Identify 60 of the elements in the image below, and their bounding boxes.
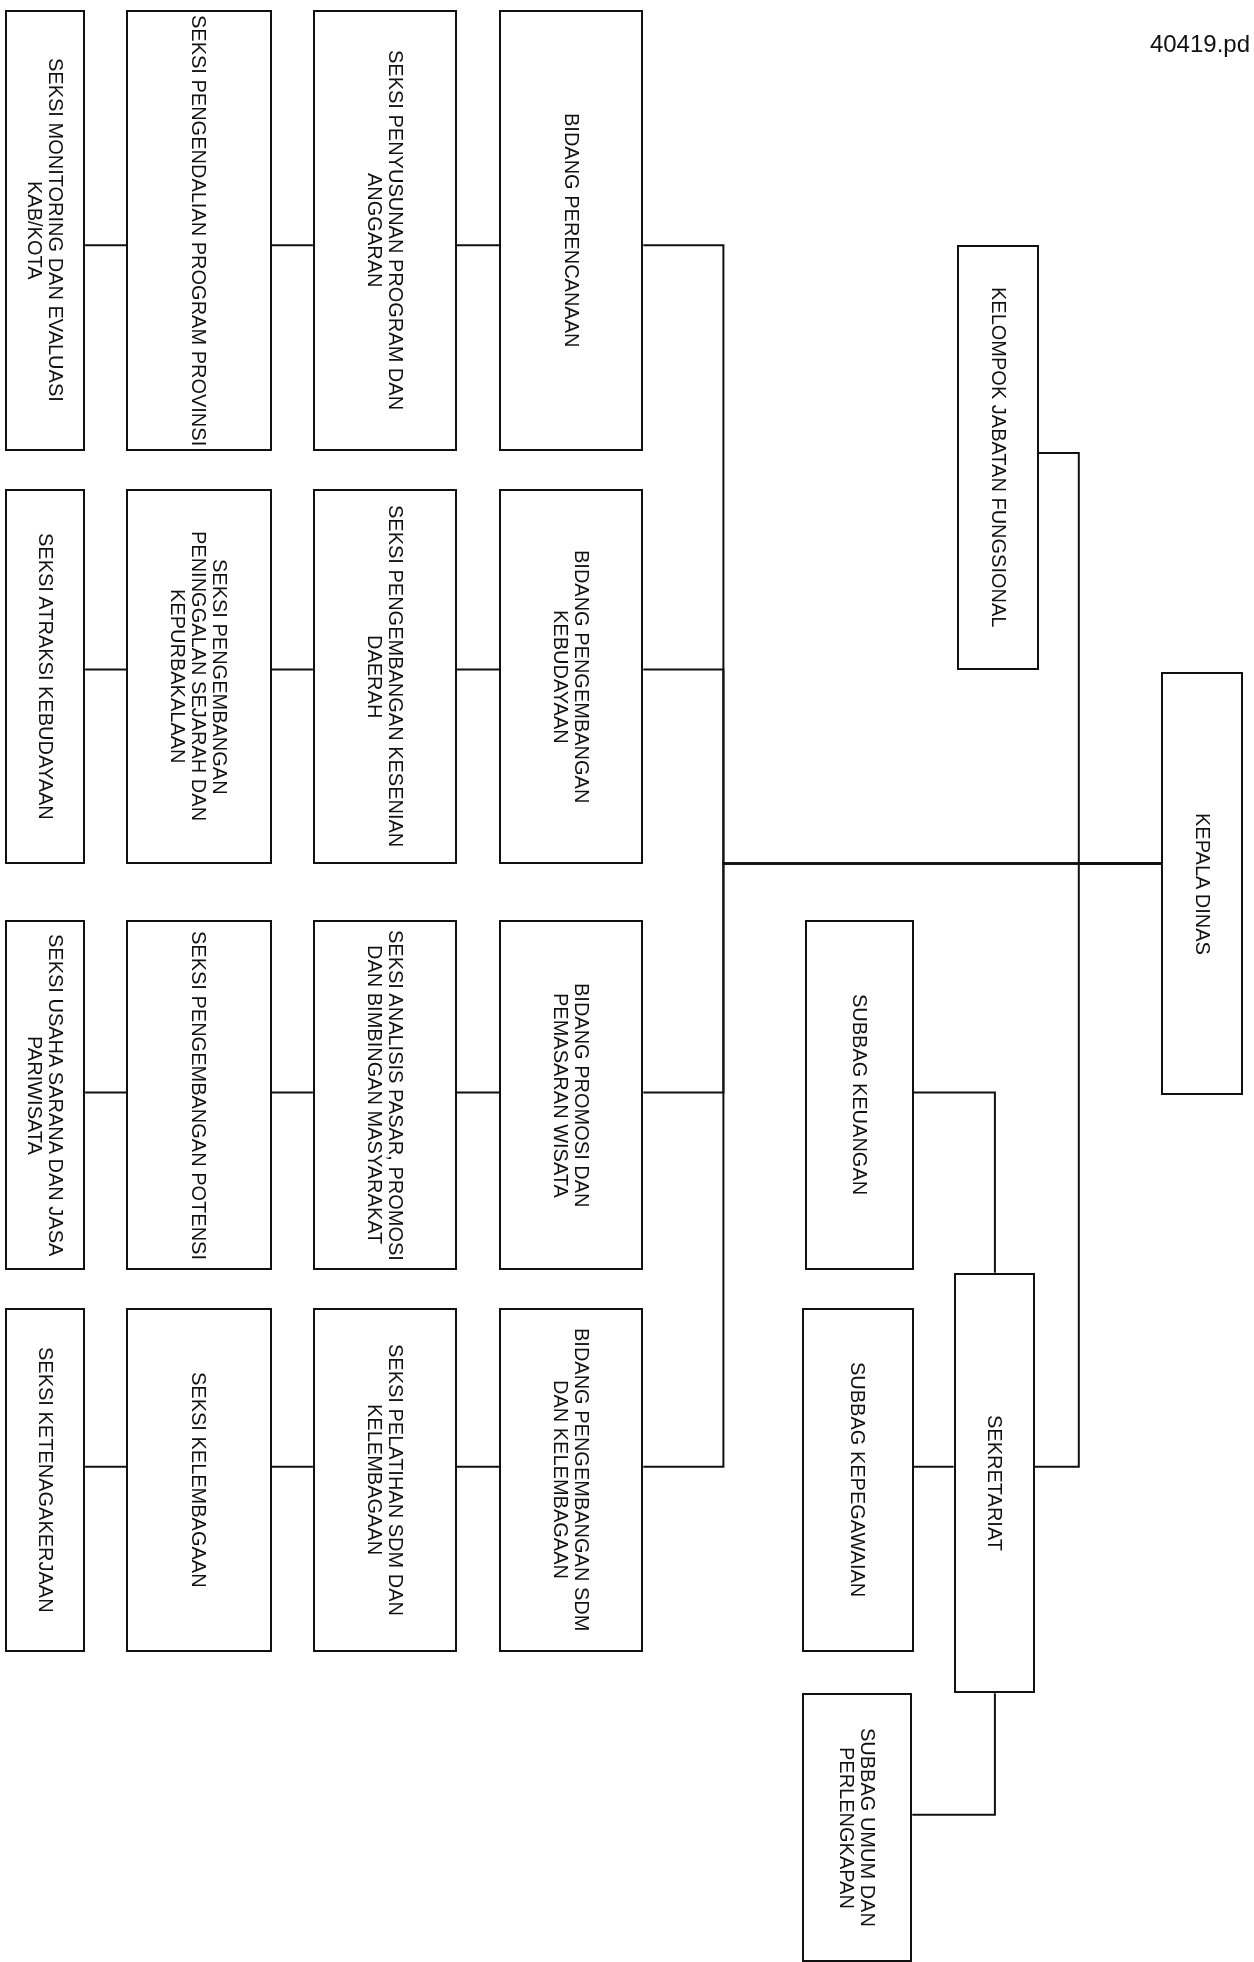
connector-line [912, 1465, 955, 1468]
unit-name: SEKSI PENGEMBANGAN POTENSI [188, 930, 210, 1260]
unit-name: SEKSI PENYUSUNAN PROGRAM DAN ANGGARAN [363, 49, 406, 413]
connector-line [84, 244, 128, 247]
org-box [499, 919, 644, 1271]
connector-line [270, 1465, 314, 1468]
connector-line [455, 244, 501, 247]
org-box [126, 489, 272, 864]
unit-name: SEKSI PENGENDALIAN PROGRAM PROVINSI [188, 14, 210, 446]
org-box [5, 1307, 86, 1652]
unit-name: BIDANG PENGEMBANGAN KEBUDAYAAN [550, 548, 593, 806]
connector-line [912, 1091, 996, 1274]
org-box [312, 10, 457, 451]
org-box [1161, 672, 1243, 1096]
connector-line [455, 1465, 501, 1468]
org-box [499, 10, 644, 451]
unit-name: SEKSI PELATIHAN SDM DAN KELEMBAGAAN [363, 1342, 406, 1618]
connector-line [270, 668, 314, 671]
org-box [499, 489, 644, 864]
unit-name: SEKSI MONITORING DAN EVALUASI KAB/KOTA [24, 57, 67, 405]
unit-name: KEPALA DINAS [1191, 812, 1213, 955]
org-box [802, 1307, 914, 1652]
connector-line [84, 1465, 128, 1468]
org-box [804, 919, 914, 1271]
org-box [957, 245, 1039, 670]
unit-name: SEKSI PENGEMBANGAN PENINGGALAN SEJARAH DAN KEPURBAKALAAN [167, 530, 231, 824]
unit-name: SEKRETARIAT [983, 1415, 1005, 1551]
org-box [5, 919, 86, 1271]
org-box [802, 1693, 913, 1962]
org-box [126, 1307, 272, 1652]
unit-name: SEKSI KELEMBAGAAN [188, 1372, 210, 1588]
connector-line [270, 1091, 314, 1094]
org-box [953, 1272, 1035, 1694]
org-box [5, 489, 86, 864]
connector-line [84, 1091, 128, 1094]
org-box [312, 919, 457, 1271]
unit-name: SUBBAG KEUANGAN [848, 994, 870, 1196]
connector-line [911, 1692, 996, 1816]
connector-line [455, 668, 501, 671]
file-name-note: 40419.pd [1149, 30, 1250, 58]
connector-line [455, 1091, 501, 1094]
unit-name: SEKSI USAHA SARANA DAN JASA PARIWISATA [24, 932, 67, 1259]
unit-name: SEKSI KETENAGAKERJAAN [34, 1347, 56, 1613]
org-box [312, 489, 457, 864]
unit-name: SUBBAG UMUM DAN PERLENGKAPAN [836, 1727, 879, 1930]
unit-name: BIDANG PENGEMBANGAN SDM DAN KELEMBAGAAN [550, 1327, 593, 1634]
unit-name: SEKSI PENGEMBANGAN KESENIAN DAERAH [363, 504, 406, 850]
unit-name: KELOMPOK JABATAN FUNGSIONAL [987, 287, 1009, 628]
connector-line [84, 668, 128, 671]
unit-name: SUBBAG KEPEGAWAIAN [847, 1362, 869, 1598]
connector-line [270, 244, 314, 247]
unit-name: SEKSI ANALISIS PASAR, PROMOSI DAN BIMBINGAN MASYARAKAT [363, 928, 406, 1263]
org-box [126, 919, 272, 1271]
unit-name: BIDANG PROMOSI DAN PEMASARAN WISATA [550, 981, 593, 1210]
org-box [499, 1307, 644, 1652]
org-box [5, 10, 86, 451]
org-box [312, 1307, 457, 1652]
org-box [126, 10, 272, 451]
unit-name: SEKSI ATRAKSI KEBUDAYAAN [34, 533, 56, 820]
unit-name: BIDANG PERENCANAAN [560, 113, 582, 348]
